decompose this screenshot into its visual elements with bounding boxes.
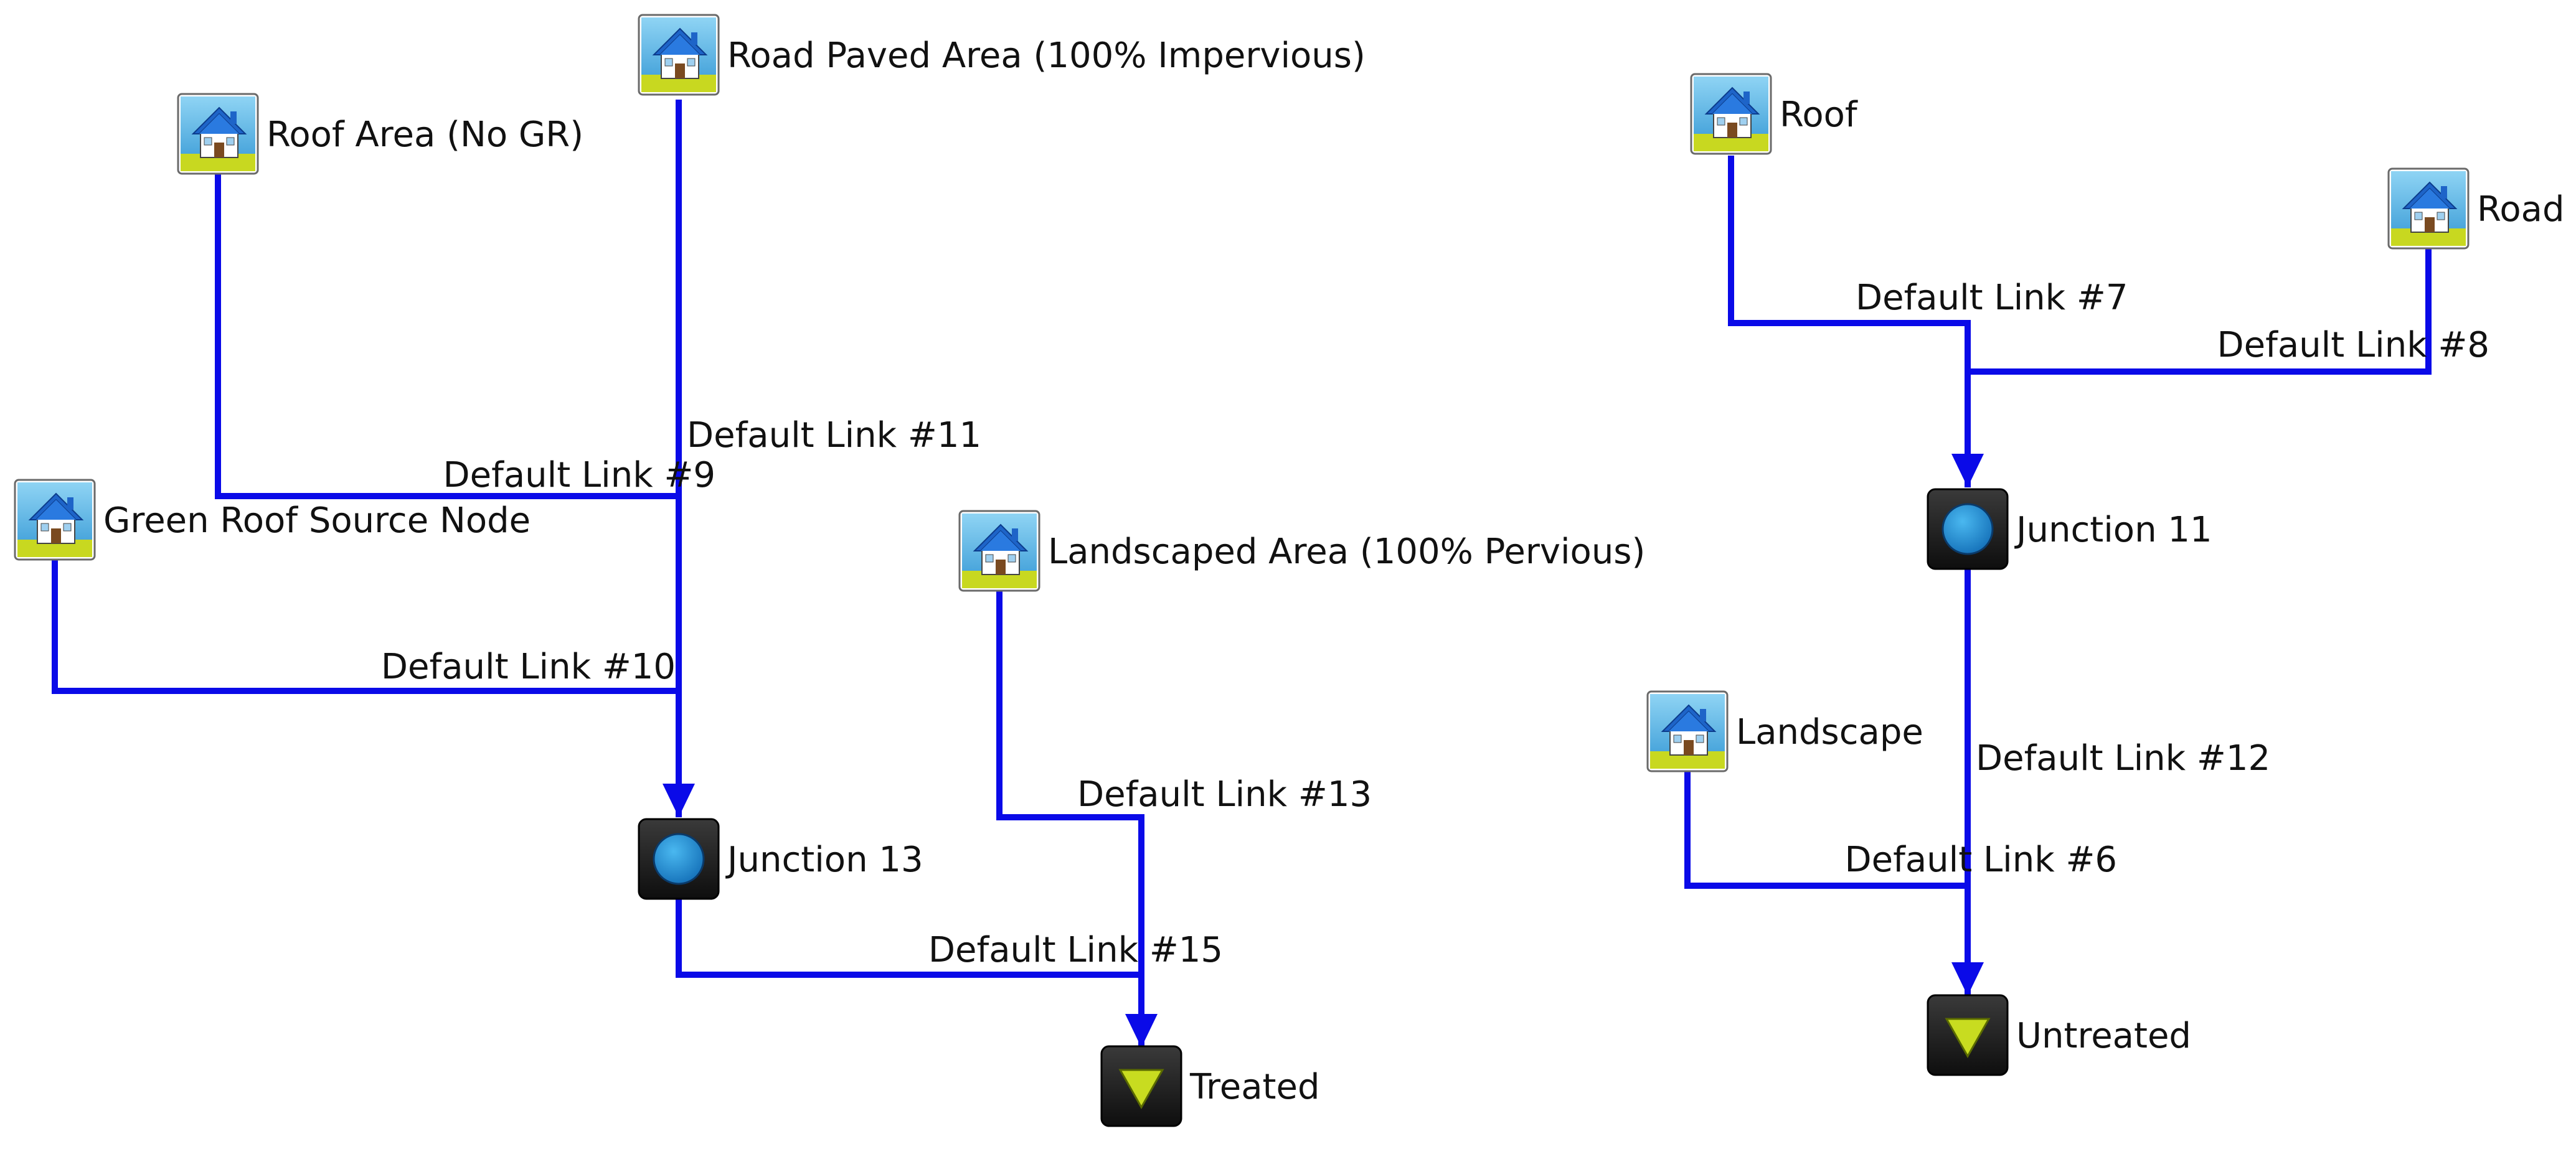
node-label: Landscape [1736, 712, 1923, 753]
link-7-line[interactable] [1728, 156, 1984, 487]
node-label: Roof Area (No GR) [267, 115, 583, 155]
link-label[interactable]: Default Link #7 [1856, 278, 2128, 318]
node-landscaped-area[interactable]: Landscaped Area (100% Pervious) [958, 510, 1645, 592]
node-untreated[interactable]: Untreated [1927, 994, 2191, 1076]
node-label: Road Paved Area (100% Impervious) [727, 35, 1366, 76]
link-label[interactable]: Default Link #8 [2217, 325, 2489, 365]
node-roof[interactable]: Roof [1690, 73, 1858, 155]
junction-icon[interactable] [638, 818, 720, 900]
node-junction-11[interactable]: Junction 11 [1927, 488, 2212, 570]
link-8-line[interactable] [1968, 249, 2432, 375]
link-label[interactable]: Default Link #15 [928, 930, 1223, 970]
outlet-icon[interactable] [1927, 994, 2009, 1076]
node-green-roof-source-node[interactable]: Green Roof Source Node [14, 479, 531, 561]
link-13-line[interactable] [996, 591, 1158, 1048]
house-icon[interactable] [14, 479, 96, 561]
outlet-icon[interactable] [1100, 1045, 1182, 1127]
link-label[interactable]: Default Link #10 [381, 647, 676, 687]
node-road[interactable]: Road [2387, 167, 2565, 250]
link-label[interactable]: Default Link #6 [1845, 840, 2117, 880]
house-icon[interactable] [2387, 167, 2470, 250]
link-label[interactable]: Default Link #9 [443, 455, 715, 495]
link-10-line[interactable] [52, 560, 679, 694]
house-icon[interactable] [177, 93, 259, 175]
node-landscape[interactable]: Landscape [1646, 690, 1923, 772]
node-label: Roof [1780, 95, 1858, 135]
node-label: Treated [1189, 1067, 1320, 1107]
node-road-paved-area[interactable]: Road Paved Area (100% Impervious) [638, 14, 1366, 96]
house-icon[interactable] [638, 14, 720, 96]
link-15-line[interactable] [676, 890, 1141, 978]
node-label: Green Roof Source Node [103, 500, 531, 541]
link-label[interactable]: Default Link #12 [1976, 738, 2270, 779]
node-label: Junction 11 [2014, 510, 2212, 550]
node-roof-area-no-gr[interactable]: Roof Area (No GR) [177, 93, 583, 175]
node-label: Untreated [2016, 1016, 2191, 1056]
link-9-line[interactable] [215, 156, 679, 499]
link-label[interactable]: Default Link #13 [1077, 774, 1372, 815]
node-label: Road [2477, 189, 2565, 230]
node-label: Landscaped Area (100% Pervious) [1048, 532, 1645, 572]
house-icon[interactable] [1646, 690, 1729, 772]
node-label: Junction 13 [725, 840, 923, 880]
node-treated[interactable]: Treated [1100, 1045, 1320, 1127]
node-junction-13[interactable]: Junction 13 [638, 818, 923, 900]
link-label[interactable]: Default Link #11 [687, 415, 981, 456]
junction-icon[interactable] [1927, 488, 2009, 570]
link-6-line[interactable] [1684, 772, 1968, 889]
house-icon[interactable] [1690, 73, 1772, 155]
house-icon[interactable] [958, 510, 1040, 592]
